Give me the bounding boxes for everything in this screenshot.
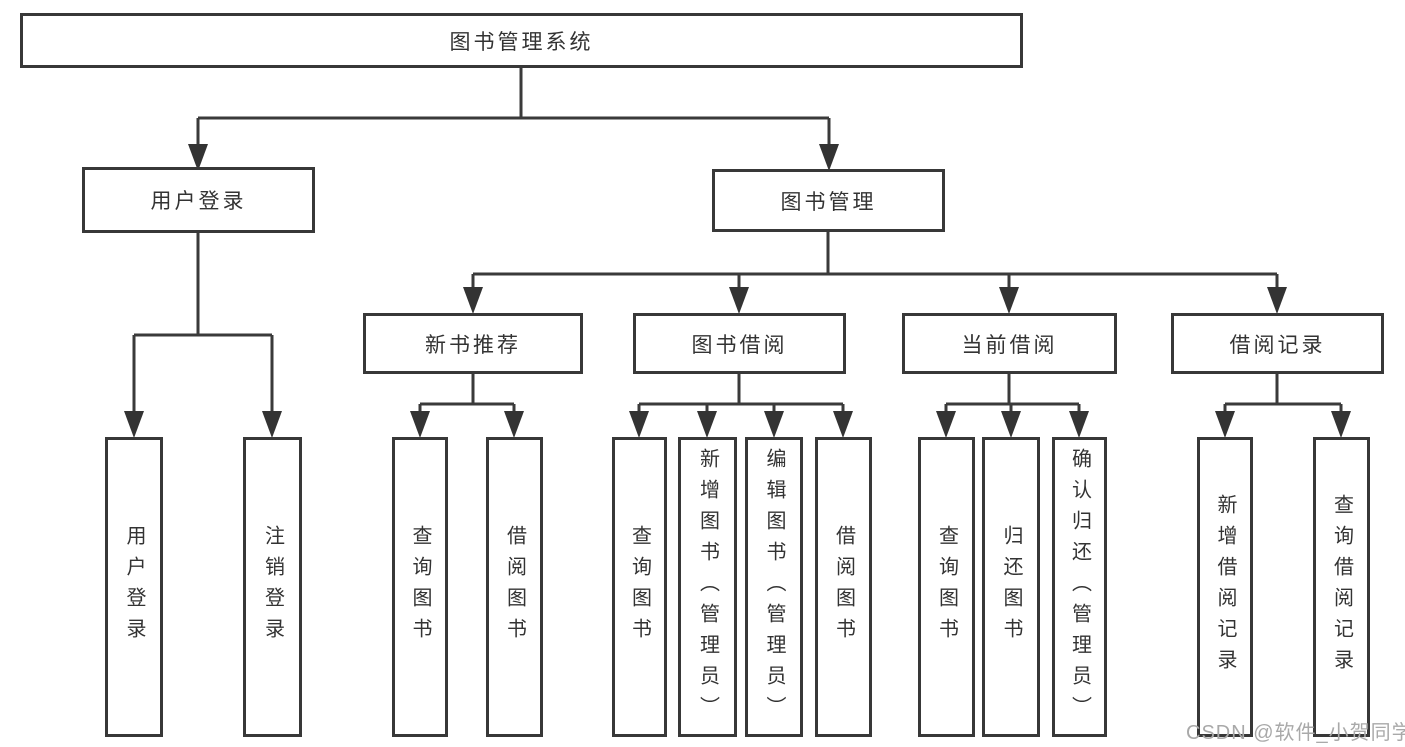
- leaf-query-books-1: 查询图书: [392, 437, 448, 737]
- leaf-borrow-books-2: 借阅图书: [815, 437, 872, 737]
- leaf-logout-label: 注销登录: [261, 525, 284, 649]
- leaf-add-borrow-record: 新增借阅记录: [1197, 437, 1253, 737]
- leaf-borrow-books-1: 借阅图书: [486, 437, 543, 737]
- node-book-borrowing: 图书借阅: [633, 313, 846, 374]
- node-root-system: 图书管理系统: [20, 13, 1023, 68]
- node-current-borrowing: 当前借阅: [902, 313, 1117, 374]
- leaf-query-borrow-record-label: 查询借阅记录: [1330, 494, 1353, 680]
- node-book-management-label: 图书管理: [780, 190, 877, 214]
- node-user-login-label: 用户登录: [150, 190, 247, 213]
- leaf-return-books: 归还图书: [982, 437, 1040, 737]
- leaf-query-books-2: 查询图书: [612, 437, 667, 737]
- leaf-query-borrow-record: 查询借阅记录: [1313, 437, 1370, 737]
- leaf-query-books-3: 查询图书: [918, 437, 975, 737]
- leaf-user-login-label: 用户登录: [123, 525, 145, 649]
- leaf-query-books-3-label: 查询图书: [935, 525, 958, 649]
- node-root-system-label: 图书管理系统: [449, 30, 594, 54]
- leaf-add-borrow-record-label: 新增借阅记录: [1214, 494, 1236, 680]
- node-borrow-records-label: 借阅记录: [1229, 333, 1326, 357]
- leaf-borrow-books-1-label: 借阅图书: [503, 525, 526, 649]
- csdn-watermark: CSDN @软件_小贺同学: [1186, 722, 1405, 744]
- leaf-edit-books-admin: 编辑图书（管理员）: [745, 437, 803, 737]
- node-book-management: 图书管理: [712, 169, 945, 232]
- leaf-borrow-books-2-label: 借阅图书: [832, 525, 855, 649]
- leaf-confirm-return-admin-label: 确认归还（管理员）: [1068, 447, 1091, 727]
- leaf-edit-books-admin-label: 编辑图书（管理员）: [763, 447, 785, 727]
- node-borrow-records: 借阅记录: [1171, 313, 1384, 374]
- node-new-book-recommend: 新书推荐: [363, 313, 583, 374]
- leaf-logout: 注销登录: [243, 437, 302, 737]
- leaf-query-books-2-label: 查询图书: [628, 525, 651, 649]
- leaf-return-books-label: 归还图书: [1000, 525, 1022, 649]
- node-user-login: 用户登录: [82, 167, 315, 233]
- leaf-confirm-return-admin: 确认归还（管理员）: [1052, 437, 1107, 737]
- leaf-query-books-1-label: 查询图书: [409, 525, 431, 649]
- node-current-borrowing-label: 当前借阅: [961, 333, 1058, 357]
- node-new-book-recommend-label: 新书推荐: [425, 333, 521, 357]
- node-book-borrowing-label: 图书借阅: [691, 333, 788, 357]
- leaf-add-books-admin-label: 新增图书（管理员）: [696, 447, 719, 727]
- leaf-add-books-admin: 新增图书（管理员）: [678, 437, 737, 737]
- leaf-user-login: 用户登录: [105, 437, 163, 737]
